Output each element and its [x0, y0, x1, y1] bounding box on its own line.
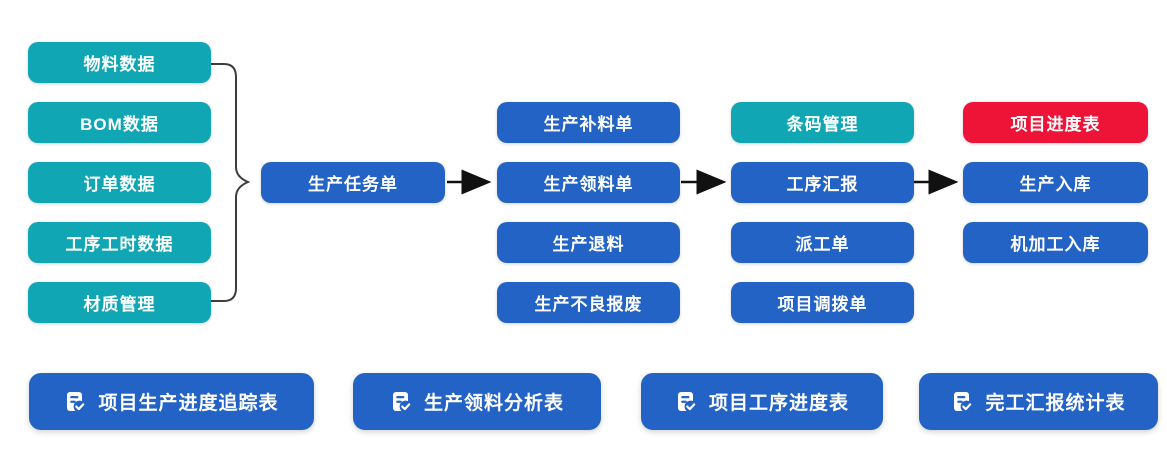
node-production-picking-order[interactable]: 生产领料单 [497, 162, 680, 203]
node-dispatch-order[interactable]: 派工单 [731, 222, 914, 263]
node-material-data[interactable]: 物料数据 [28, 42, 211, 83]
node-production-defect-scrap[interactable]: 生产不良报废 [497, 282, 680, 323]
node-production-task-order[interactable]: 生产任务单 [261, 162, 445, 203]
document-check-icon [675, 390, 699, 414]
document-check-icon [390, 390, 414, 414]
report-button-completion-report-stats[interactable]: 完工汇报统计表 [919, 373, 1158, 430]
report-button-label: 项目工序进度表 [708, 393, 849, 414]
node-barcode-management[interactable]: 条码管理 [731, 102, 914, 143]
node-production-warehousing[interactable]: 生产入库 [963, 162, 1148, 203]
node-production-material-return[interactable]: 生产退料 [497, 222, 680, 263]
node-production-replenishment-order[interactable]: 生产补料单 [497, 102, 680, 143]
report-button-project-process-progress[interactable]: 项目工序进度表 [641, 373, 883, 430]
node-process-report[interactable]: 工序汇报 [731, 162, 914, 203]
report-button-label: 完工汇报统计表 [985, 393, 1126, 414]
node-process-hours-data[interactable]: 工序工时数据 [28, 222, 211, 263]
report-button-label: 生产领料分析表 [423, 393, 564, 414]
node-bom-data[interactable]: BOM数据 [28, 102, 211, 143]
report-button-picking-analysis[interactable]: 生产领料分析表 [353, 373, 601, 430]
node-machining-warehousing[interactable]: 机加工入库 [963, 222, 1148, 263]
node-order-data[interactable]: 订单数据 [28, 162, 211, 203]
node-project-transfer-order[interactable]: 项目调拨单 [731, 282, 914, 323]
report-button-project-production-progress[interactable]: 项目生产进度追踪表 [29, 373, 314, 430]
document-check-icon [64, 390, 88, 414]
report-button-label: 项目生产进度追踪表 [98, 393, 279, 414]
brace-connector [210, 63, 251, 302]
node-project-schedule[interactable]: 项目进度表 [963, 102, 1148, 143]
node-material-quality-management[interactable]: 材质管理 [28, 282, 211, 323]
document-check-icon [951, 390, 975, 414]
